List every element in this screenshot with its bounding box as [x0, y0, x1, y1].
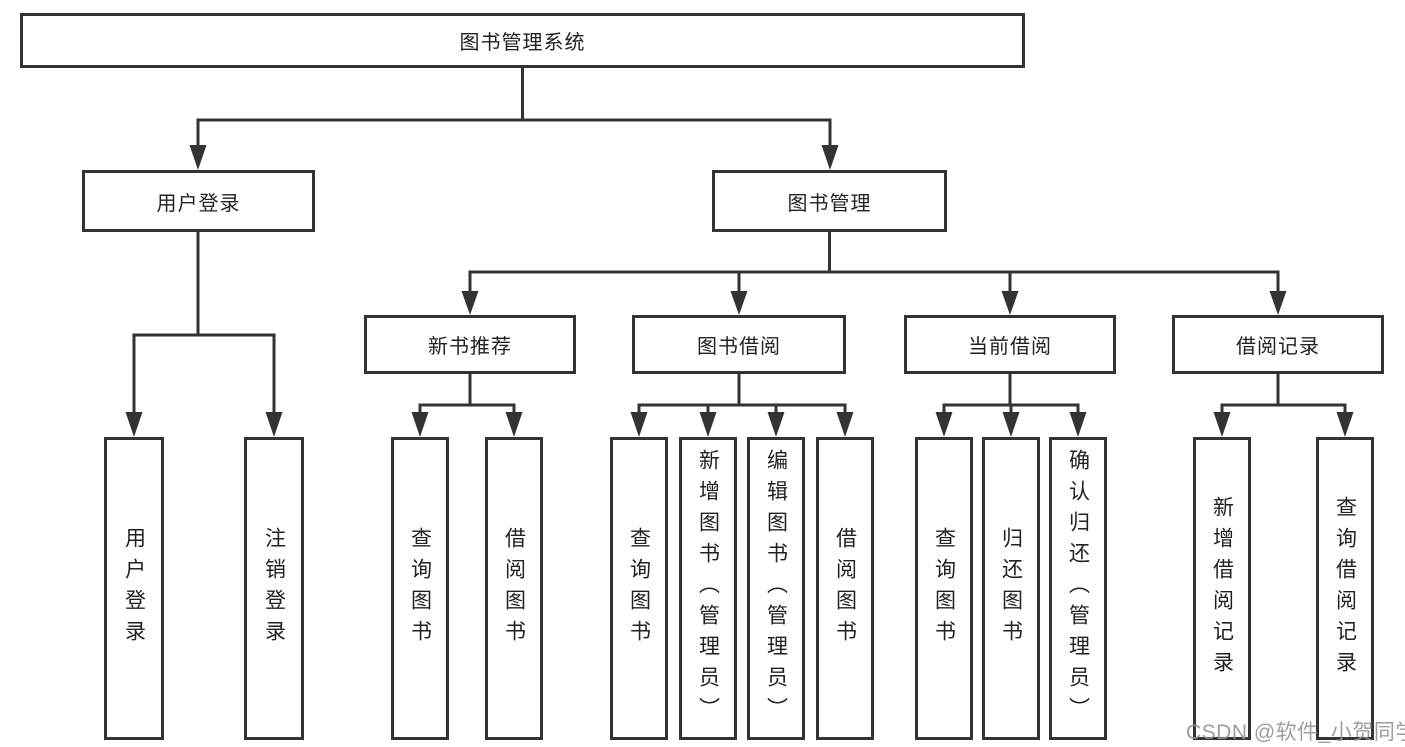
leaf-query-books-borrowing: 查询图书 [610, 437, 668, 740]
leaf-query-books-current: 查询图书 [915, 437, 973, 740]
node-book-borrowing: 图书借阅 [632, 315, 846, 374]
node-label: 当前借阅 [968, 336, 1052, 358]
node-label: 借阅图书 [502, 526, 526, 651]
node-label: 查询图书 [627, 526, 651, 651]
leaf-logout: 注销登录 [244, 437, 304, 740]
leaf-edit-books-admin: 编辑图书（管理员） [747, 437, 805, 740]
leaf-query-borrow-record: 查询借阅记录 [1316, 437, 1374, 740]
leaf-add-borrow-record: 新增借阅记录 [1193, 437, 1251, 740]
node-label: 注销登录 [262, 526, 286, 651]
node-label: 查询借阅记录 [1333, 495, 1357, 682]
node-label: 确认归还（管理员） [1066, 449, 1090, 728]
node-label: 图书借阅 [697, 336, 781, 358]
node-label: 查询图书 [932, 526, 956, 651]
leaf-borrow-books-recommend: 借阅图书 [485, 437, 543, 740]
leaf-query-books-recommend: 查询图书 [391, 437, 449, 740]
leaf-confirm-return-admin: 确认归还（管理员） [1049, 437, 1107, 740]
leaf-user-login: 用户登录 [104, 437, 164, 740]
arrowheads [125, 145, 1354, 437]
csdn-watermark: CSDN @软件_小贺同学 [1186, 721, 1405, 744]
node-label: 借阅记录 [1236, 336, 1320, 358]
node-label: 查询图书 [408, 526, 432, 651]
leaf-borrow-books: 借阅图书 [816, 437, 874, 740]
node-library-management-system: 图书管理系统 [20, 13, 1025, 68]
node-borrowing-records: 借阅记录 [1172, 315, 1384, 374]
node-user-login: 用户登录 [82, 170, 315, 232]
node-label: 用户登录 [122, 526, 146, 651]
node-label: 编辑图书（管理员） [764, 449, 788, 728]
node-current-borrowing: 当前借阅 [904, 315, 1116, 374]
node-label: 新书推荐 [428, 336, 512, 358]
node-book-management: 图书管理 [712, 170, 947, 232]
node-label: 借阅图书 [833, 526, 857, 651]
node-label: 归还图书 [999, 526, 1023, 651]
leaf-add-books-admin: 新增图书（管理员） [679, 437, 737, 740]
node-new-book-recommend: 新书推荐 [364, 315, 576, 374]
node-label: 新增借阅记录 [1210, 495, 1234, 682]
node-label: 图书管理系统 [459, 32, 586, 54]
node-label: 用户登录 [156, 192, 241, 215]
leaf-return-books: 归还图书 [982, 437, 1040, 740]
node-label: 新增图书（管理员） [696, 449, 720, 728]
node-label: 图书管理 [787, 192, 872, 215]
